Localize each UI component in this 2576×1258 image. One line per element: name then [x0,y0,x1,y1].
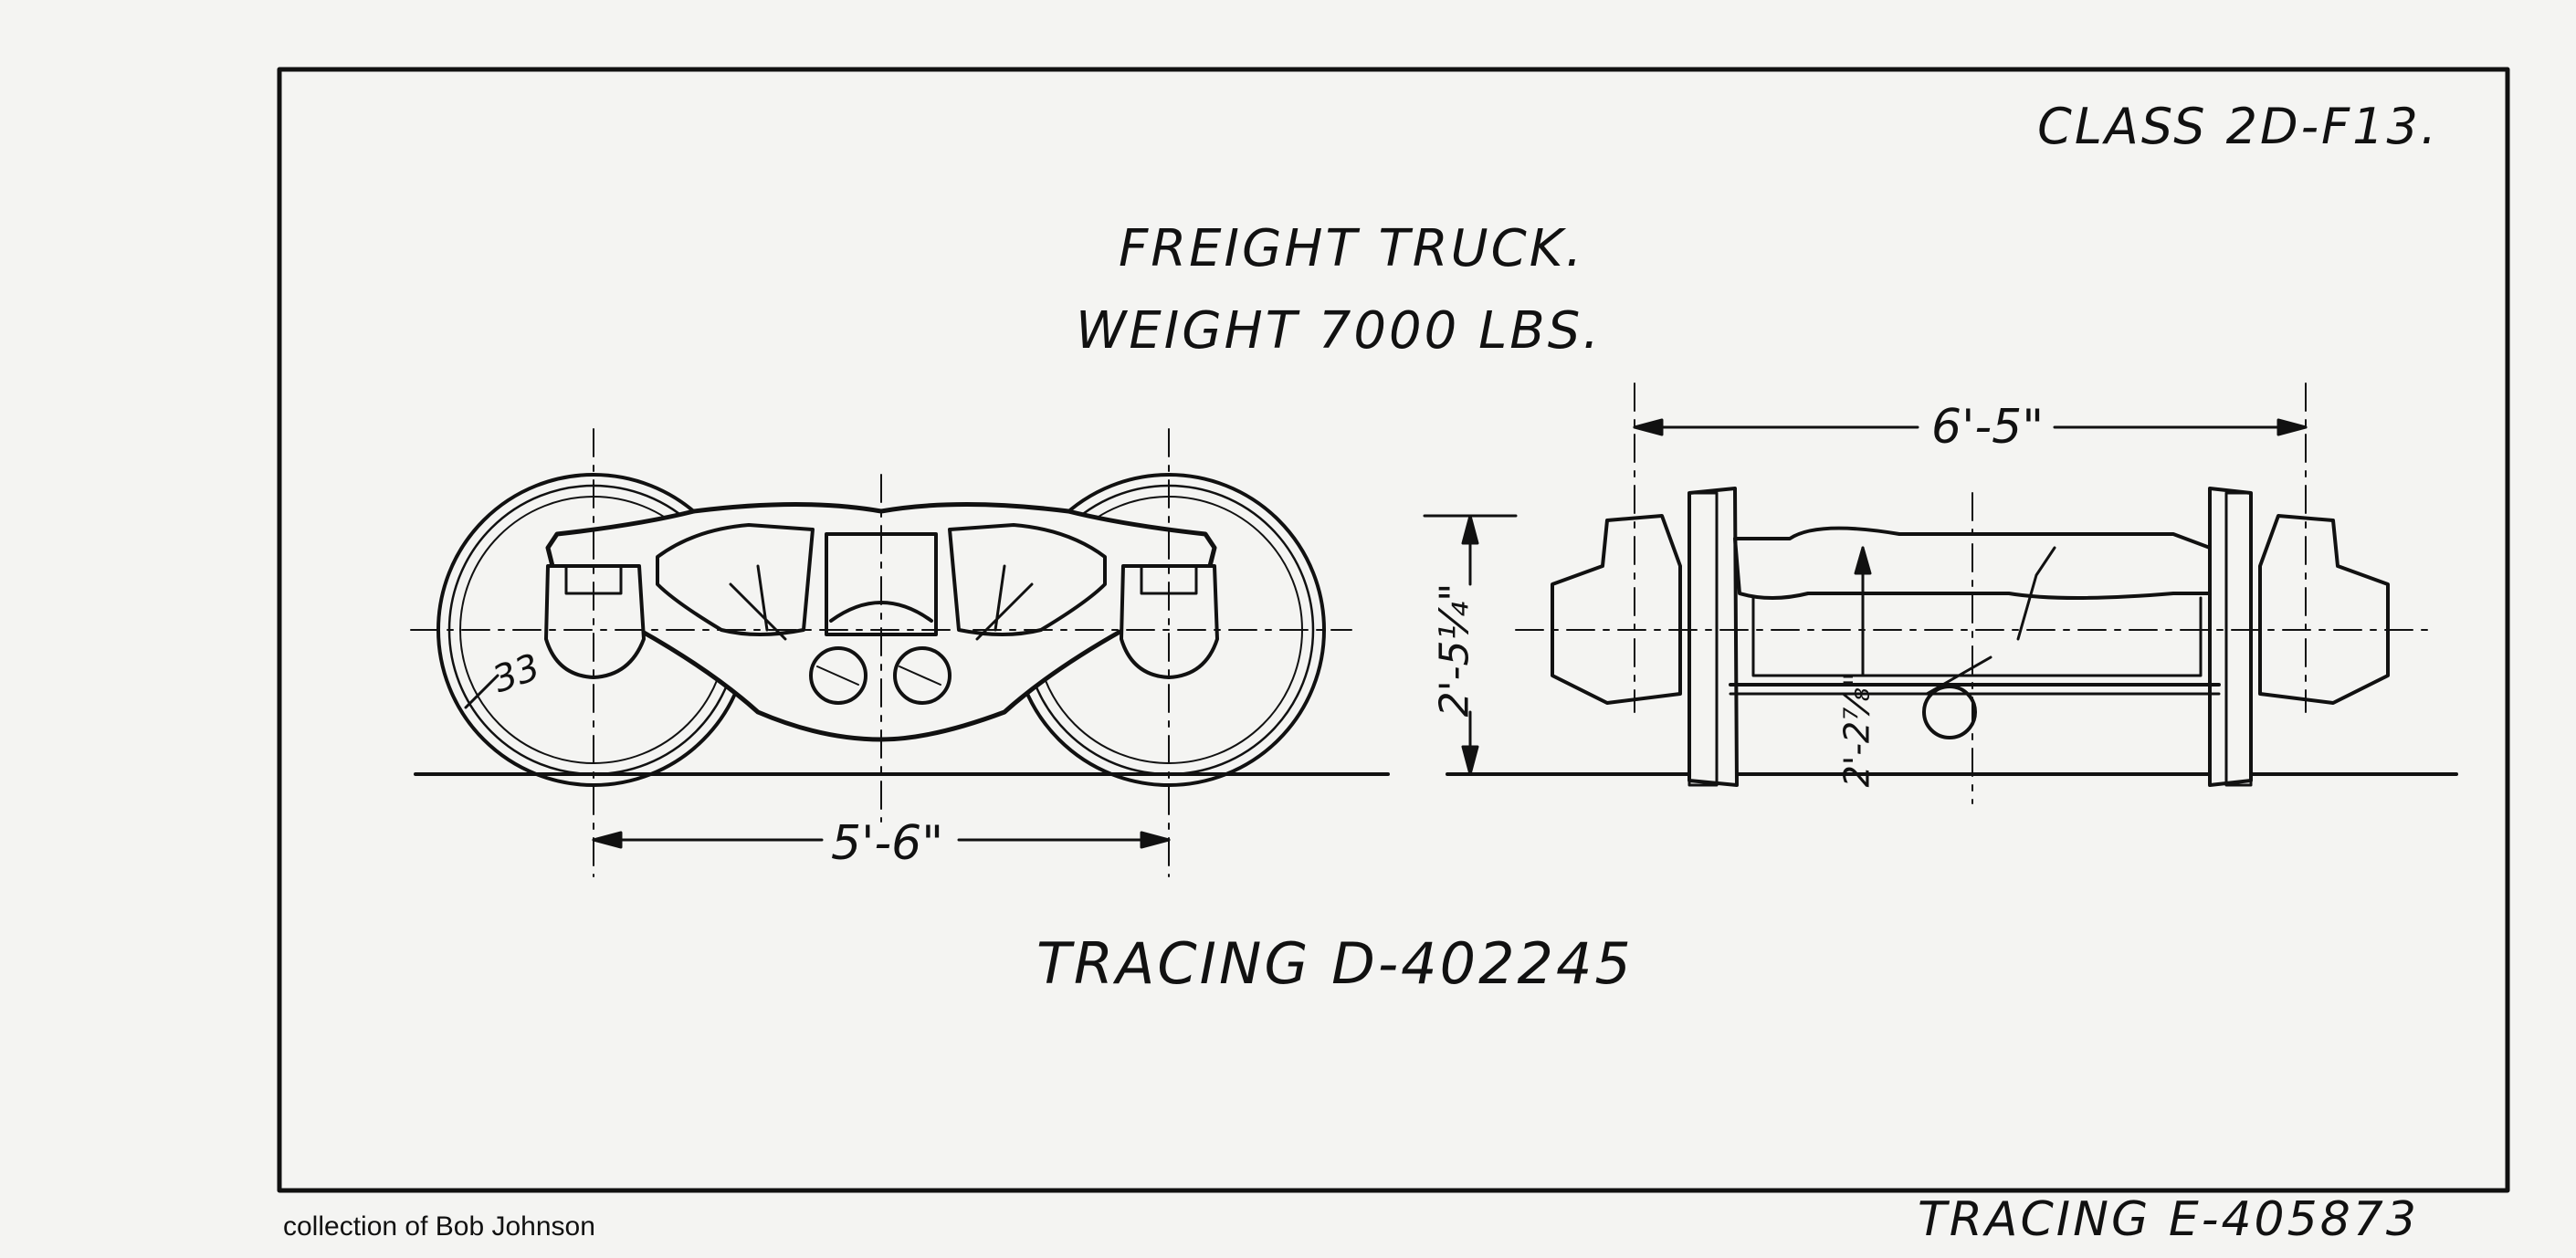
spring-right [893,646,952,705]
axle-height-label: 2'-2⅞" [1836,671,1877,788]
truss-window-right [948,523,1107,636]
tracing-inner-label: TRACING D-402245 [1036,930,1634,997]
journal-box-left [544,564,646,679]
spring-left [809,646,867,705]
end-view [1423,383,2430,804]
wheelbase-dimension [592,831,1171,849]
axle-height-dimension [1854,546,1872,677]
height-label: 2'-5¼" [1431,582,1478,718]
wheelbase-label: 5'-6" [831,816,944,871]
weight-label: WEIGHT 7000 LBS. [1076,301,1603,361]
side-view [410,428,1352,877]
gauge-width-label: 6'-5" [1931,400,2045,455]
end-wheel-right [2208,487,2253,787]
brake-hanger [1922,685,1977,739]
drawing-border [277,67,2510,1193]
height-dimension [1423,514,1518,776]
end-bolster [1733,526,2212,600]
end-journal-box-left [1551,514,1682,705]
wheel-diameter-leader [464,674,499,709]
gauge-dimension [1633,418,2308,436]
end-wheel-left [1688,487,1739,787]
side-frame [545,502,1217,742]
drawing-title: FREIGHT TRUCK. [1119,219,1585,278]
truss-window-left [656,523,815,636]
class-label: CLASS 2D-F13. [2037,98,2439,155]
credit-label: collection of Bob Johnson [283,1211,595,1242]
end-journal-box-right [2258,514,2390,705]
tracing-outer-label: TRACING E-405873 [1918,1192,2419,1247]
